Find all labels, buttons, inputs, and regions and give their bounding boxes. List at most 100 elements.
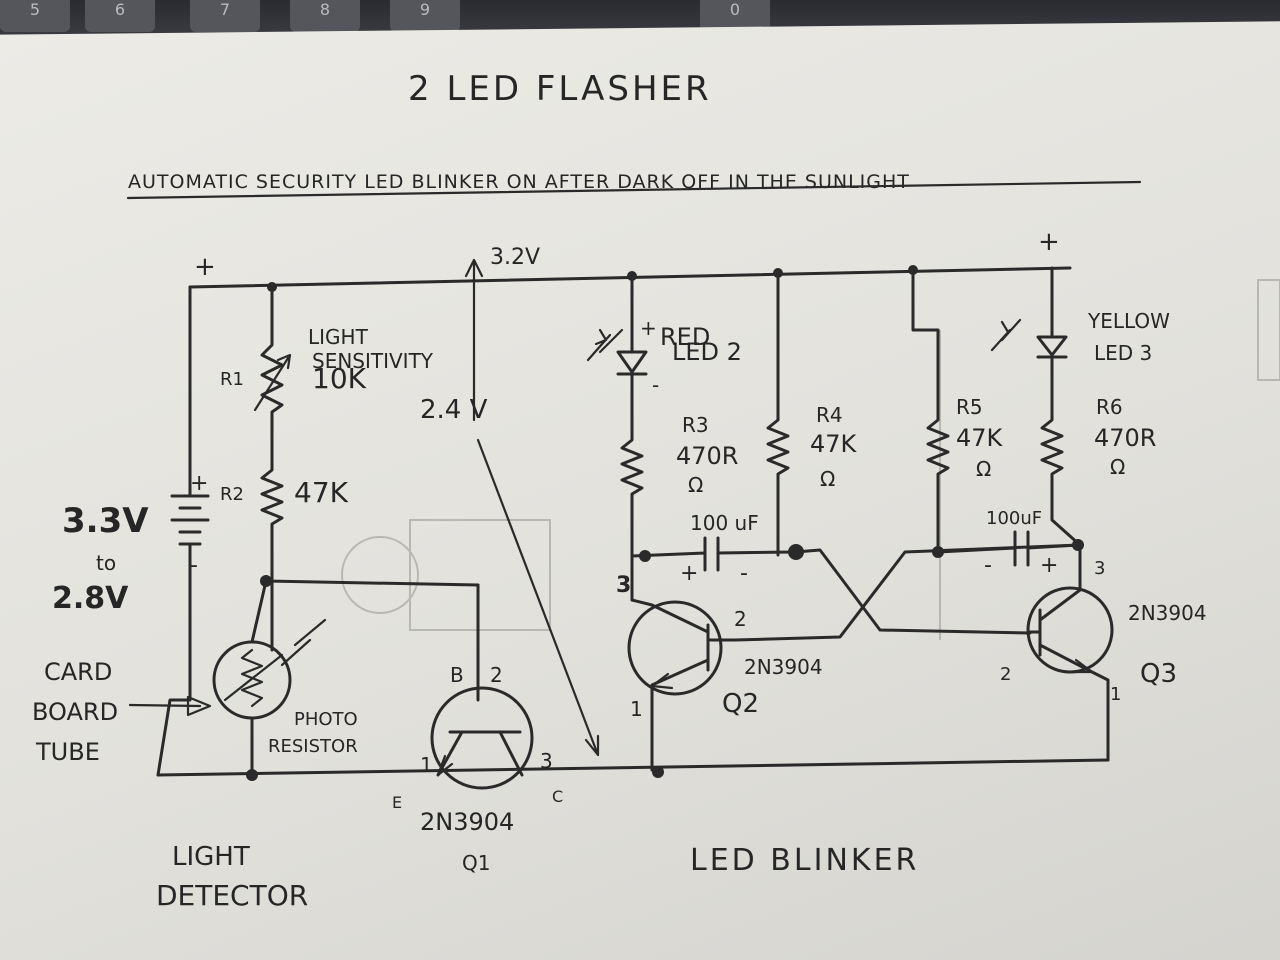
q3-pin-3: 3 <box>1094 558 1105 579</box>
q3-part: 2N3904 <box>1128 601 1207 625</box>
r5-value: 47K <box>956 424 1004 452</box>
rail-voltage: 3.2V <box>490 245 540 270</box>
led2-r3-branch <box>616 273 648 602</box>
q3-pin-1: 1 <box>1110 684 1121 705</box>
battery-to: to <box>96 551 116 575</box>
q1-part: 2N3904 <box>420 808 514 836</box>
r1-r2-branch <box>260 285 284 652</box>
r4-ref: R4 <box>816 403 843 427</box>
r4-value: 47K <box>810 430 858 458</box>
junction-dot <box>639 550 651 562</box>
keyboard-key: 9 <box>390 0 460 32</box>
r2-value: 47K <box>294 476 349 509</box>
photoresistor-line2: RESISTOR <box>268 736 358 757</box>
battery: + - 3.3V to 2.8V <box>52 471 208 616</box>
cardboard-line2: BOARD <box>32 698 118 726</box>
r6-ref: R6 <box>1096 395 1123 419</box>
section-detector-line1: LIGHT <box>172 842 250 872</box>
r5-branch <box>911 268 950 554</box>
c1-wiring <box>630 536 797 572</box>
section-detector-line2: DETECTOR <box>156 879 308 912</box>
r1-desc-line2: SENSITIVITY <box>312 349 434 373</box>
cardboard-line3: TUBE <box>35 738 100 766</box>
section-blinker: LED BLINKER <box>690 843 919 878</box>
battery-wiring <box>156 285 210 777</box>
r4-unit: Ω <box>820 467 835 491</box>
q1-base-wire <box>264 579 480 702</box>
r6-value: 470R <box>1094 424 1156 452</box>
led2-color: RED <box>660 323 710 351</box>
led3-name: LED 3 <box>1094 341 1152 365</box>
led3-color: YELLOW <box>1087 309 1170 333</box>
junction-dot <box>267 282 277 292</box>
led2-minus: - <box>652 373 659 397</box>
photoresistor-line1: PHOTO <box>294 709 358 730</box>
q1-pin-2: 2 <box>490 663 503 687</box>
r2-ref: R2 <box>220 484 244 505</box>
measurement-arrow: 2.4 V <box>420 258 600 757</box>
led2-light-arrows <box>586 328 624 362</box>
r3-ref: R3 <box>682 413 709 437</box>
rail-plus-right: + <box>1038 227 1060 257</box>
photoresistor: PHOTO RESISTOR <box>212 579 358 777</box>
c2-minus: - <box>984 553 992 578</box>
junction-dot <box>773 268 783 278</box>
led3-light-arrows <box>990 318 1022 352</box>
q2-pin-2: 2 <box>734 607 747 631</box>
r1-ref: R1 <box>220 369 244 390</box>
q1-ref: Q1 <box>462 851 490 875</box>
led3-r6-branch <box>1036 266 1082 592</box>
q3-pin-2: 2 <box>1000 664 1011 685</box>
r3-unit: Ω <box>688 473 703 497</box>
keyboard-key: 7 <box>190 0 260 32</box>
q2-pin-1: 1 <box>630 697 643 721</box>
junction-dot <box>627 271 637 281</box>
rail-plus-left: + <box>194 252 216 282</box>
ground-rail-wire <box>156 758 1110 777</box>
r6-unit: Ω <box>1110 455 1125 479</box>
junction-dot <box>652 766 664 778</box>
c2-plus: + <box>1040 553 1058 578</box>
q1-pin-e: E <box>392 793 402 812</box>
r5-unit: Ω <box>976 457 991 481</box>
led2-name: LED 2 <box>672 338 742 366</box>
r1-variable-arrow <box>253 353 292 412</box>
q2-part: 2N3904 <box>744 655 823 679</box>
junction-dot <box>246 769 258 781</box>
diagram-subtitle: AUTOMATIC SECURITY LED BLINKER ON AFTER … <box>128 171 910 193</box>
r1-desc-line1: LIGHT <box>308 325 369 349</box>
q1-pin-c: C <box>552 787 563 806</box>
q2-pin-3: 3 <box>616 573 631 598</box>
c2-wiring <box>936 530 1080 567</box>
transistor-q3: 3 2 1 2N3904 Q3 <box>1000 558 1207 762</box>
c1-value: 100 uF <box>690 511 759 535</box>
r3-value: 470R <box>676 442 738 470</box>
c1-minus: - <box>740 561 748 586</box>
keyboard-key: 8 <box>290 0 360 32</box>
q1-pin-3: 3 <box>540 749 553 773</box>
ghost-marks <box>341 279 1280 640</box>
measurement-value: 2.4 V <box>420 395 488 425</box>
battery-voltage-high: 3.3V <box>62 501 149 541</box>
q3-ref: Q3 <box>1140 659 1177 689</box>
led2-plus: + <box>640 316 657 340</box>
q1-pin-b: B <box>450 663 464 687</box>
subtitle-underline <box>126 180 1142 200</box>
r4-branch <box>766 270 790 557</box>
r1-value: 10K <box>312 362 367 395</box>
cardboard-line1: CARD <box>44 658 112 686</box>
battery-minus: - <box>190 553 198 578</box>
battery-plus: + <box>190 471 208 496</box>
r5-ref: R5 <box>956 395 983 419</box>
junction-dot <box>908 265 918 275</box>
transistor-q2: 3 2 1 2N3904 Q2 <box>616 573 823 772</box>
cardboard-tube-label: CARD BOARD TUBE <box>32 658 212 766</box>
diagram-title: 2 LED FLASHER <box>408 69 712 109</box>
keyboard-key: 6 <box>85 0 155 32</box>
transistor-q1: B 2 1 3 E C 2N3904 Q1 <box>392 583 563 875</box>
keyboard-key: 5 <box>0 0 70 32</box>
q1-pin-1: 1 <box>420 753 433 777</box>
q2-ref: Q2 <box>722 689 759 719</box>
